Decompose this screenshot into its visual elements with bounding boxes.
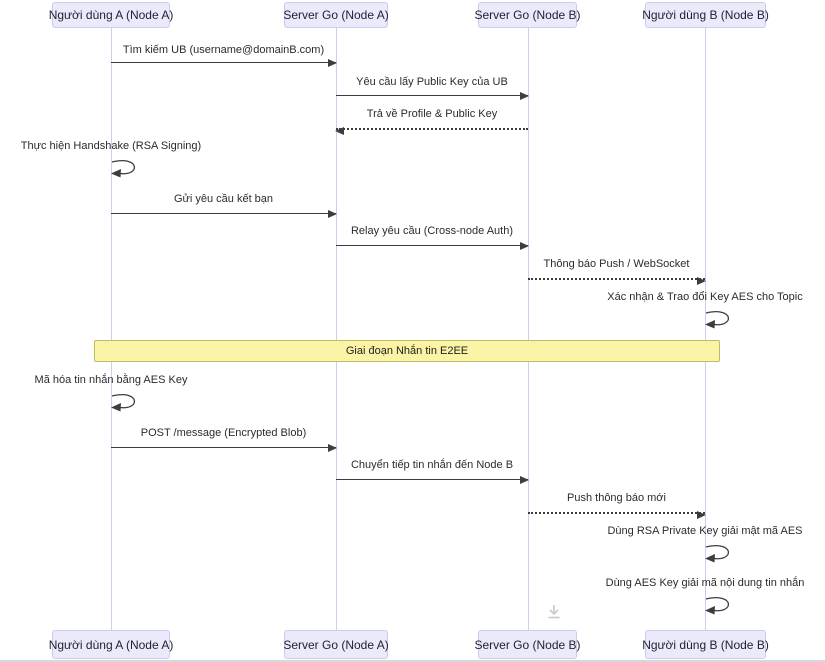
message-label: Yêu cầu lấy Public Key của UB: [356, 76, 508, 88]
actor-top-user-b: Người dùng B (Node B): [642, 2, 769, 28]
actor-top-server-a: Server Go (Node A): [283, 2, 389, 28]
self-loop-arrow: [111, 160, 135, 178]
message-arrow: [336, 242, 529, 250]
self-loop-arrow: [705, 545, 729, 563]
actor-bottom-user-a: Người dùng A (Node A): [49, 630, 173, 659]
self-loop-arrow: [705, 597, 729, 615]
message-label: Dùng RSA Private Key giải mật mã AES: [607, 525, 803, 537]
lifeline-user-b: [705, 28, 706, 630]
actor-bottom-user-b: Người dùng B (Node B): [642, 630, 769, 659]
message-label: Xác nhận & Trao đổi Key AES cho Topic: [607, 291, 803, 303]
bottom-divider: [0, 660, 825, 662]
actor-bottom-server-a: Server Go (Node A): [283, 630, 389, 659]
message-label: Trả về Profile & Public Key: [366, 108, 498, 120]
arrowhead-right-icon: [328, 210, 337, 218]
arrowhead-right-icon: [520, 92, 529, 100]
message-arrow: [111, 210, 337, 218]
arrowhead-right-icon: [520, 476, 529, 484]
arrowhead-left-icon: [335, 127, 344, 135]
arrowhead-right-icon: [520, 242, 529, 250]
actor-top-server-b: Server Go (Node B): [474, 2, 581, 28]
actor-top-user-a: Người dùng A (Node A): [49, 2, 173, 28]
message-arrow: [336, 92, 529, 100]
message-arrow: [528, 277, 706, 285]
lifeline-user-a: [111, 28, 112, 630]
arrowhead-right-icon: [328, 59, 337, 67]
message-label: Tìm kiếm UB (username@domainB.com): [122, 44, 325, 56]
message-label: Thông báo Push / WebSocket: [543, 258, 690, 270]
message-label: Mã hóa tin nhắn bằng AES Key: [34, 374, 188, 386]
message-label: Thực hiện Handshake (RSA Signing): [20, 140, 202, 152]
message-arrow: [111, 444, 337, 452]
self-loop-arrow: [111, 394, 135, 412]
message-label: Dùng AES Key giải mã nội dung tin nhắn: [605, 577, 805, 589]
arrowhead-right-icon: [328, 444, 337, 452]
arrowhead-right-icon: [697, 277, 706, 285]
message-label: Gửi yêu cầu kết bạn: [173, 193, 274, 205]
message-label: Chuyển tiếp tin nhắn đến Node B: [350, 459, 514, 471]
message-label: Relay yêu cầu (Cross-node Auth): [350, 225, 514, 237]
message-arrow: [528, 511, 706, 519]
lifeline-server-a: [336, 28, 337, 630]
message-arrow: [336, 476, 529, 484]
arrowhead-right-icon: [697, 511, 706, 519]
lifeline-server-b: [528, 28, 529, 630]
download-icon[interactable]: [544, 601, 564, 621]
message-label: Push thông báo mới: [567, 492, 666, 504]
phase-banner: Giai đoạn Nhắn tin E2EE: [94, 340, 720, 362]
self-loop-arrow: [705, 311, 729, 329]
message-arrow: [335, 127, 528, 135]
message-label: POST /message (Encrypted Blob): [140, 427, 307, 439]
message-arrow: [111, 59, 337, 67]
actor-bottom-server-b: Server Go (Node B): [474, 630, 581, 659]
